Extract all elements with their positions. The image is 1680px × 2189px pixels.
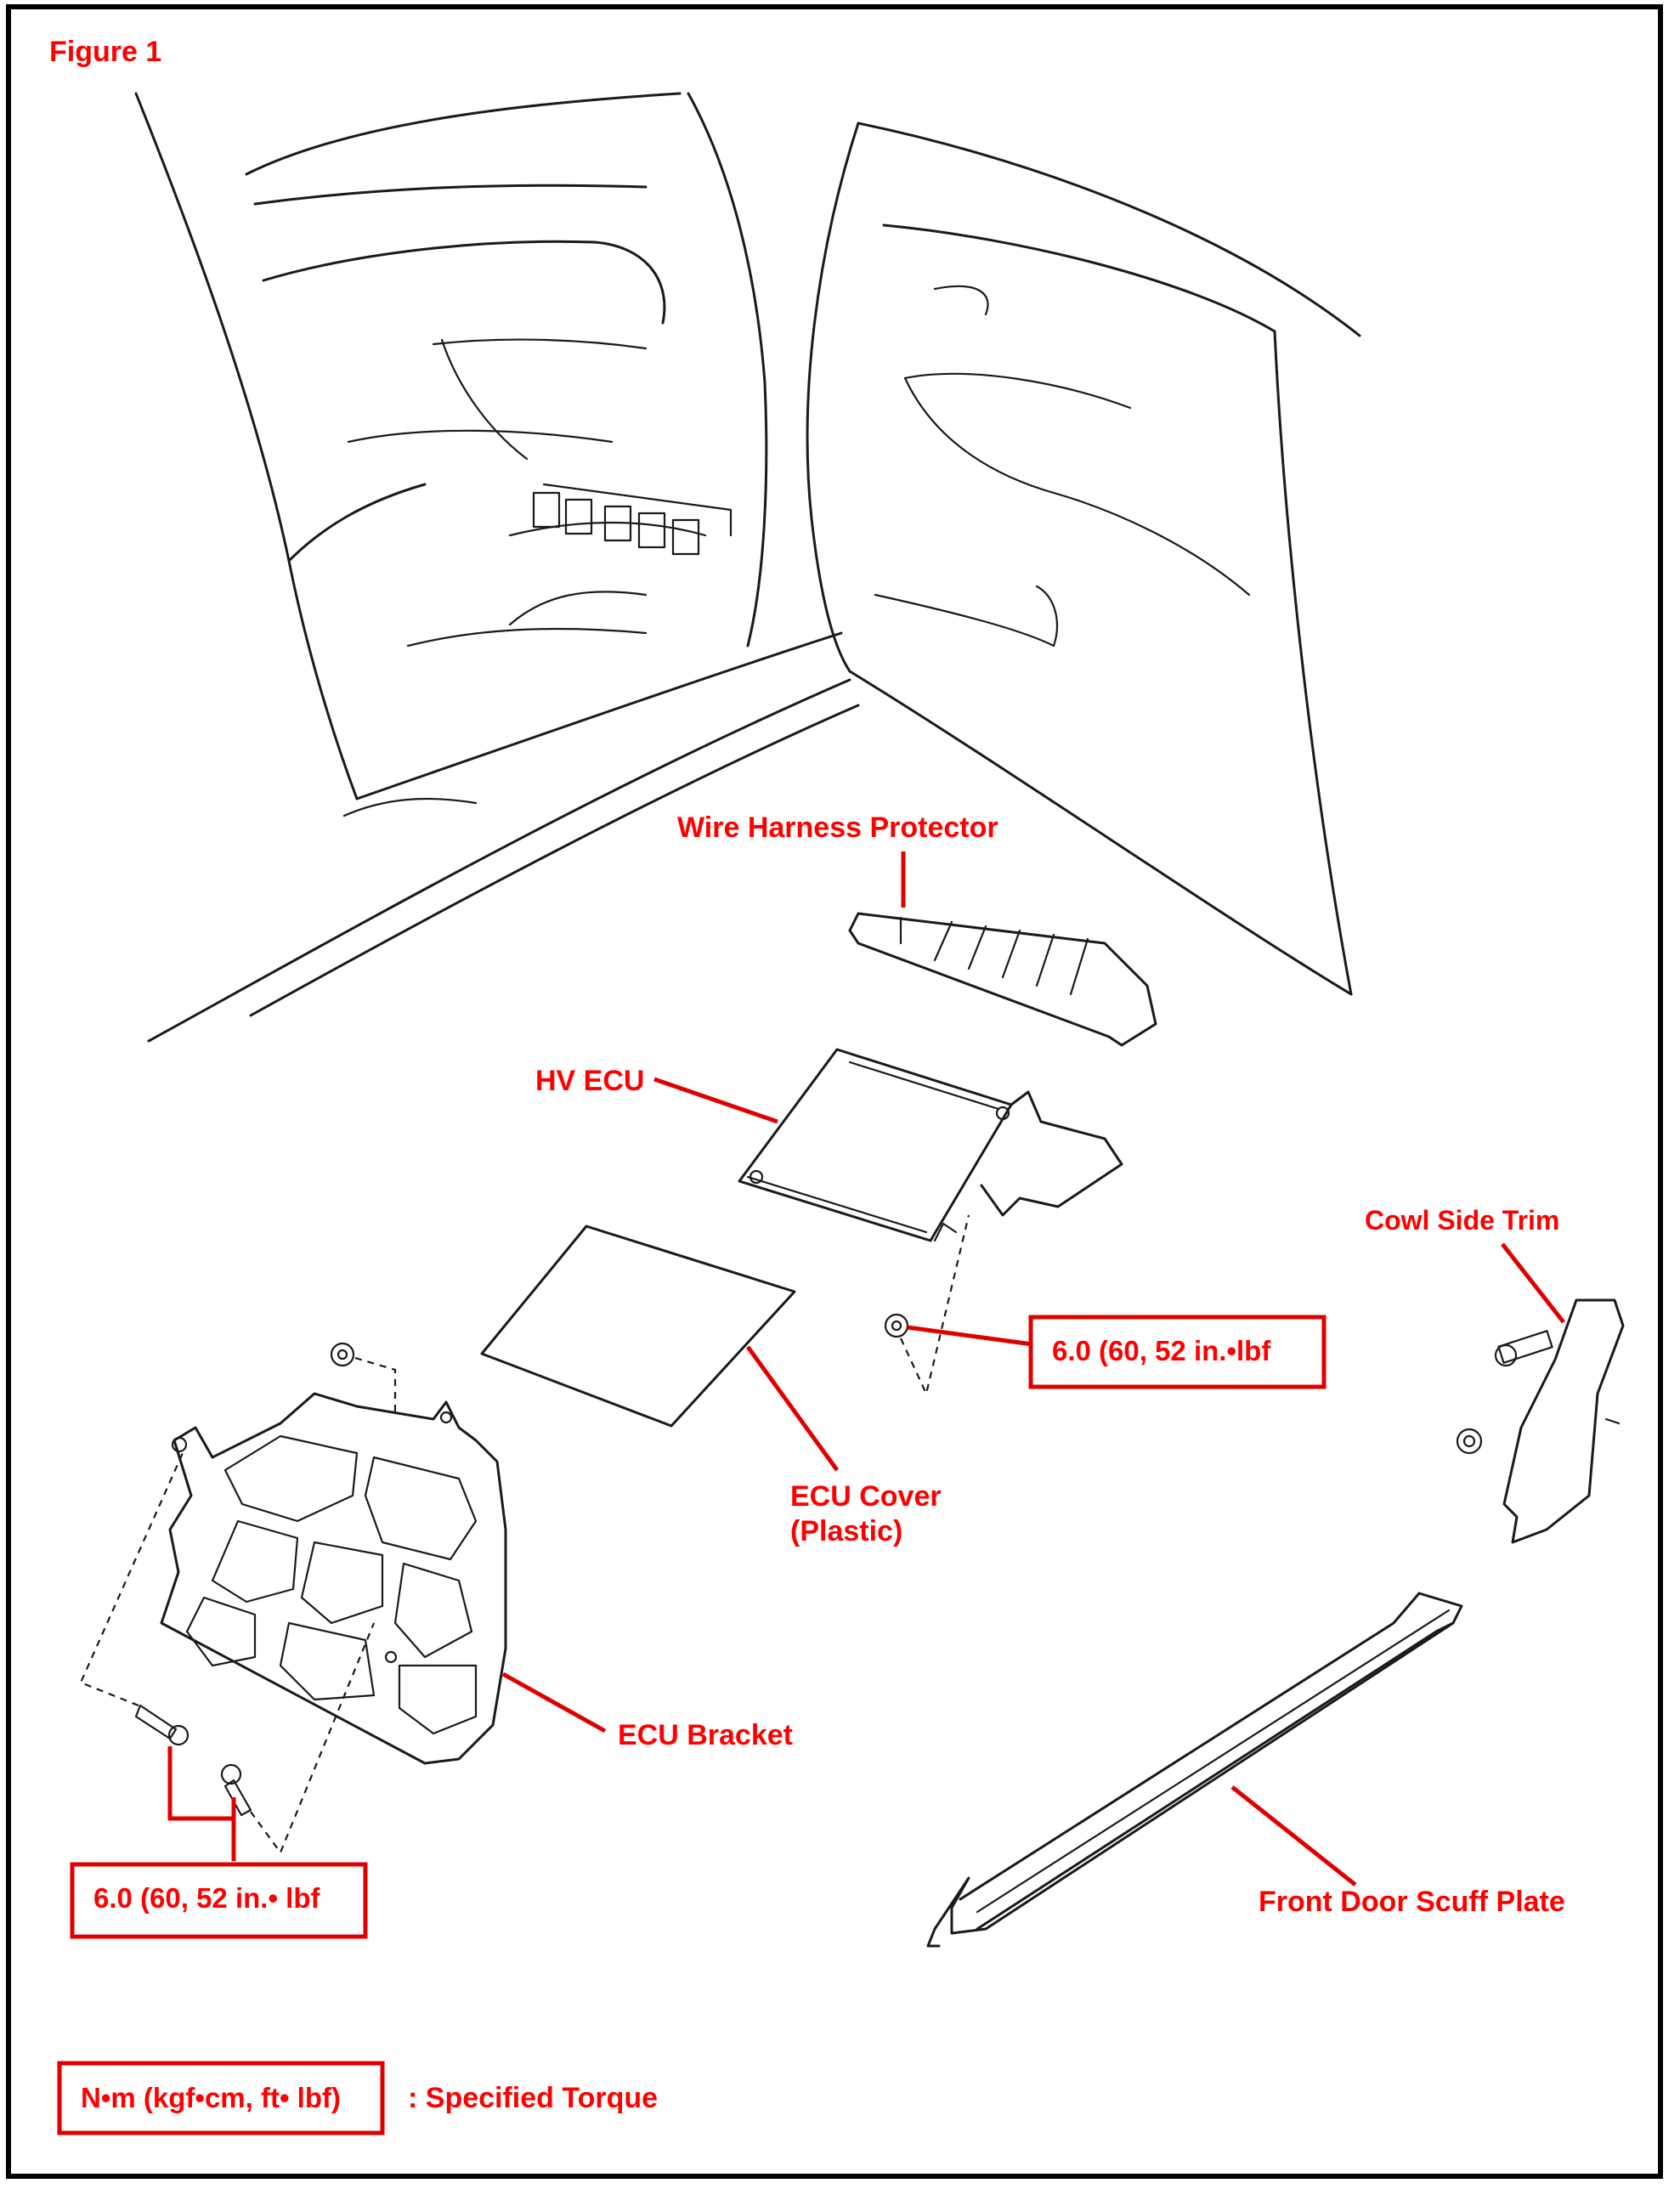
nut-torque-box [1028, 1315, 1326, 1389]
ecu-bracket-part [160, 1392, 507, 1765]
nut-icon [884, 1313, 909, 1338]
bolt-torque-box [70, 1862, 368, 1939]
cowl-side-trim-leader [1501, 1242, 1565, 1324]
relay-block-icon [532, 483, 733, 556]
wire-harness-protector-part [848, 912, 1157, 1047]
ecu-cover-part [480, 1225, 796, 1428]
cowl-side-trim-label: Cowl Side Trim [1365, 1205, 1559, 1236]
ecu-cover-label: ECU Cover [790, 1480, 942, 1513]
bracket-nut-icon [330, 1342, 355, 1367]
ecu-bracket-leader [501, 1671, 607, 1734]
ecu-cover-sub-label: (Plastic) [790, 1515, 902, 1547]
bracket-nut-dashed-guide [354, 1356, 397, 1415]
clip-icon [1456, 1428, 1483, 1455]
bolt-dashed-guide [79, 1452, 184, 1707]
vehicle-interior-drawing [134, 92, 1361, 1043]
figure-border [6, 4, 1663, 2179]
cowl-side-trim-part [1494, 1298, 1625, 1544]
nut-torque-leader [907, 1325, 1033, 1347]
ecu-cover-leader [745, 1345, 840, 1472]
legend-units: N•m (kgf•cm, ft• lbf) [81, 2082, 341, 2113]
nut-dashed-guide [900, 1214, 970, 1397]
bolt-icon [134, 1704, 189, 1746]
bolt-dashed-guide-2 [250, 1622, 376, 1855]
front-door-scuff-plate-label: Front Door Scuff Plate [1259, 1886, 1565, 1918]
hv-ecu-label: HV ECU [535, 1065, 644, 1097]
legend-description: : Specified Torque [408, 2082, 658, 2114]
hv-ecu-leader [653, 1077, 778, 1124]
ecu-bracket-label: ECU Bracket [618, 1719, 793, 1751]
bolt-torque-value: 6.0 (60, 52 in.• lbf [93, 1882, 320, 1914]
front-door-scuff-plate-leader [1230, 1785, 1357, 1886]
wire-harness-protector-label: Wire Harness Protector [677, 812, 998, 844]
bolt-torque-leader [167, 1746, 236, 1861]
nut-torque-value: 6.0 (60, 52 in.•lbf [1052, 1335, 1271, 1366]
front-door-scuff-plate-part [926, 1592, 1463, 1948]
figure-title: Figure 1 [49, 36, 161, 68]
hv-ecu-part [738, 1048, 1123, 1242]
bolt-icon-2 [220, 1763, 252, 1817]
legend-units-box [57, 2061, 385, 2135]
